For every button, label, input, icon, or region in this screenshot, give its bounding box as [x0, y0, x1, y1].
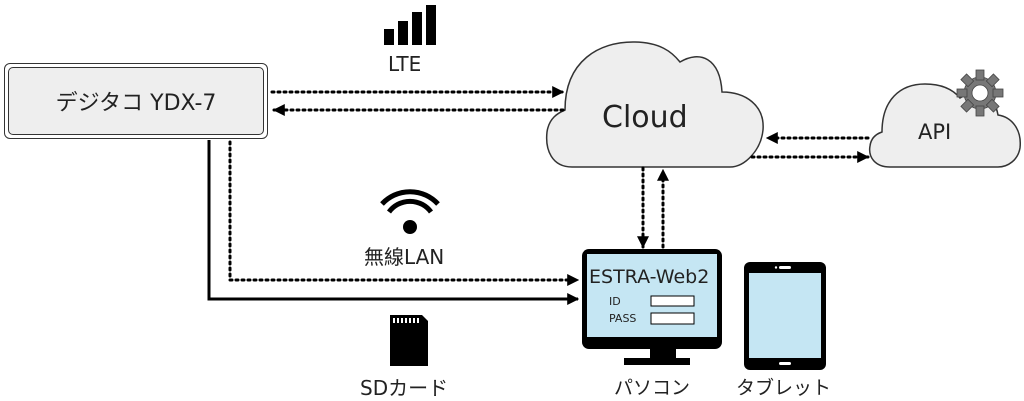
wifi-label: 無線LAN: [364, 245, 445, 269]
device-label: デジタコ YDX-7: [8, 67, 264, 135]
pc-label: パソコン: [614, 377, 691, 399]
signal-bars-icon: [384, 5, 436, 45]
lte-label: LTE: [388, 52, 422, 76]
cloud-label: Cloud: [602, 100, 688, 135]
wifi-icon: [380, 189, 440, 234]
tablet-label: タブレット: [736, 377, 832, 399]
sd-card-icon: [390, 315, 428, 366]
device-ydx7: デジタコ YDX-7: [4, 63, 268, 139]
wifi-link-arrow: [228, 140, 580, 286]
pc-pass-label: PASS: [609, 312, 637, 325]
api-label: API: [918, 120, 952, 144]
pc-screen-title: ESTRA-Web2: [589, 266, 710, 288]
sdcard-link-arrow: [207, 140, 580, 305]
sdcard-label: SDカード: [360, 376, 449, 400]
tablet-icon: [744, 262, 826, 370]
pc-id-label: ID: [609, 295, 621, 308]
cloud-shape: [545, 41, 764, 168]
pc-monitor: [582, 249, 722, 365]
gear-icon: [956, 69, 1004, 117]
